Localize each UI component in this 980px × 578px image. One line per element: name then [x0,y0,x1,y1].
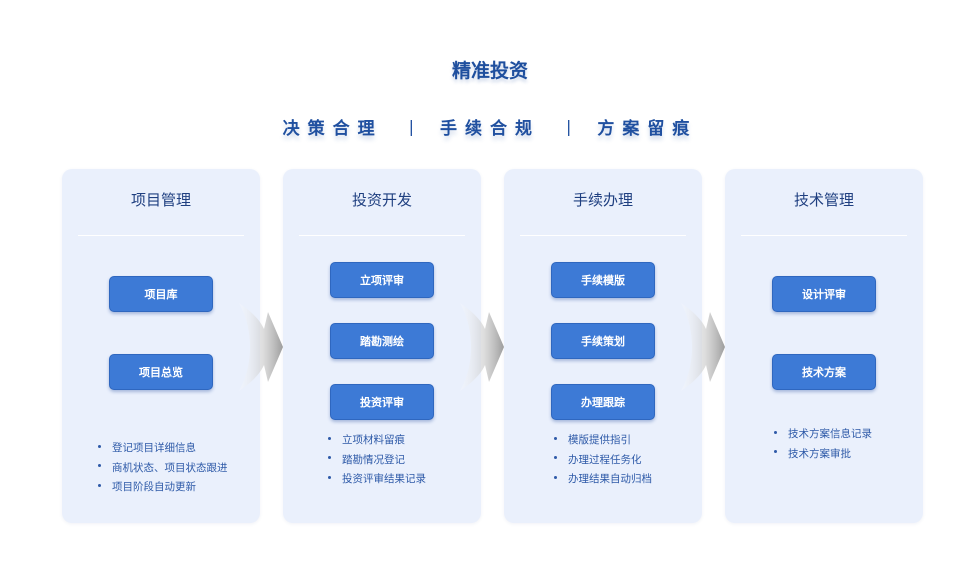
feature-list: 模版提供指引 办理过程任务化 办理结果自动归档 [554,431,652,490]
card-divider [299,235,465,236]
list-item: 立项材料留痕 [328,431,426,451]
card-title: 技术管理 [793,191,854,209]
list-item: 技术方案审批 [774,445,872,465]
card-title: 手续办理 [572,191,633,209]
card-divider [78,235,244,236]
card-title: 项目管理 [130,191,191,209]
feature-list: 登记项目详细信息 商机状态、项目状态跟进 项目阶段自动更新 [98,439,228,498]
handling-tracking-button[interactable]: 办理跟踪 [551,384,655,420]
card-investment-development: 投资开发 立项评审 踏勘测绘 投资评审 立项材料留痕 踏勘情况登记 投资评审结果… [283,169,481,523]
card-divider [520,235,686,236]
list-item: 商机状态、项目状态跟进 [98,459,228,479]
card-technical-management: 技术管理 设计评审 技术方案 技术方案信息记录 技术方案审批 [725,169,923,523]
list-item: 技术方案信息记录 [774,425,872,445]
feature-list: 技术方案信息记录 技术方案审批 [774,425,872,464]
procedure-template-button[interactable]: 手续模版 [551,262,655,298]
list-item: 投资评审结果记录 [328,470,426,490]
list-item: 办理过程任务化 [554,451,652,471]
flow-arrow-icon [239,303,283,391]
design-review-button[interactable]: 设计评审 [772,276,876,312]
card-project-management: 项目管理 项目库 项目总览 登记项目详细信息 商机状态、项目状态跟进 项目阶段自… [62,169,260,523]
slogan-decision: 决策合理 [282,119,383,139]
slogan-bar: 决策合理 | 手续合规 | 方案留痕 [0,114,980,139]
list-item: 项目阶段自动更新 [98,478,228,498]
project-library-button[interactable]: 项目库 [109,276,213,312]
investment-review-button[interactable]: 投资评审 [330,384,434,420]
slogan-separator: | [408,117,414,136]
card-procedure-handling: 手续办理 手续模版 手续策划 办理跟踪 模版提供指引 办理过程任务化 办理结果自… [504,169,702,523]
page-title: 精准投资 [451,60,528,82]
technical-plan-button[interactable]: 技术方案 [772,354,876,390]
list-item: 办理结果自动归档 [554,470,652,490]
list-item: 踏勘情况登记 [328,451,426,471]
card-title: 投资开发 [351,191,412,209]
slogan-procedure: 手续合规 [440,119,540,139]
slogan-separator: | [566,117,572,136]
card-divider [741,235,907,236]
survey-mapping-button[interactable]: 踏勘测绘 [330,323,434,359]
list-item: 模版提供指引 [554,431,652,451]
procedure-planning-button[interactable]: 手续策划 [551,323,655,359]
project-approval-review-button[interactable]: 立项评审 [330,262,434,298]
list-item: 登记项目详细信息 [98,439,228,459]
flow-arrow-icon [460,303,504,391]
feature-list: 立项材料留痕 踏勘情况登记 投资评审结果记录 [328,431,426,490]
flow-arrow-icon [681,303,725,391]
slogan-trace: 方案留痕 [597,119,698,139]
project-overview-button[interactable]: 项目总览 [109,354,213,390]
